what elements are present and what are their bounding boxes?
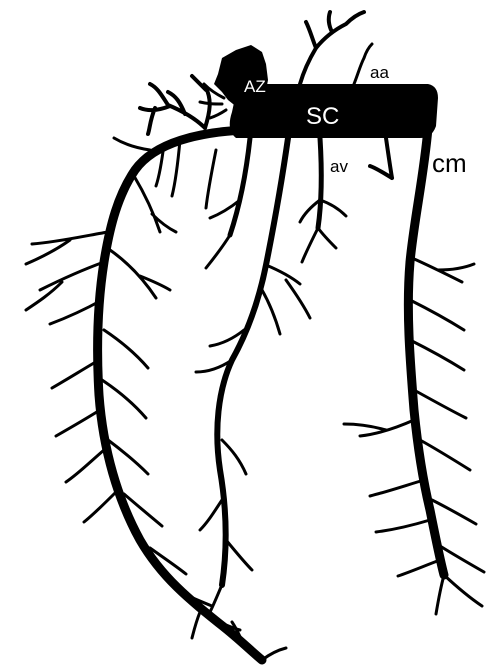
label-aa: aa (370, 63, 389, 82)
label-cm: cm (432, 148, 467, 178)
top-branch-center (300, 12, 364, 84)
label-az: AZ (244, 77, 266, 96)
middle2-branches (300, 200, 346, 262)
middle3-branches (206, 150, 240, 268)
middle-vessel-3 (230, 138, 250, 235)
short-branch-right (370, 138, 392, 178)
top-branch-left-tree (140, 76, 210, 134)
bottom-branches (192, 612, 286, 660)
label-av: av (330, 157, 348, 176)
middle-vessel-2 (318, 138, 321, 228)
label-sc: SC (306, 103, 339, 130)
collector-channel-trunk (408, 128, 444, 575)
